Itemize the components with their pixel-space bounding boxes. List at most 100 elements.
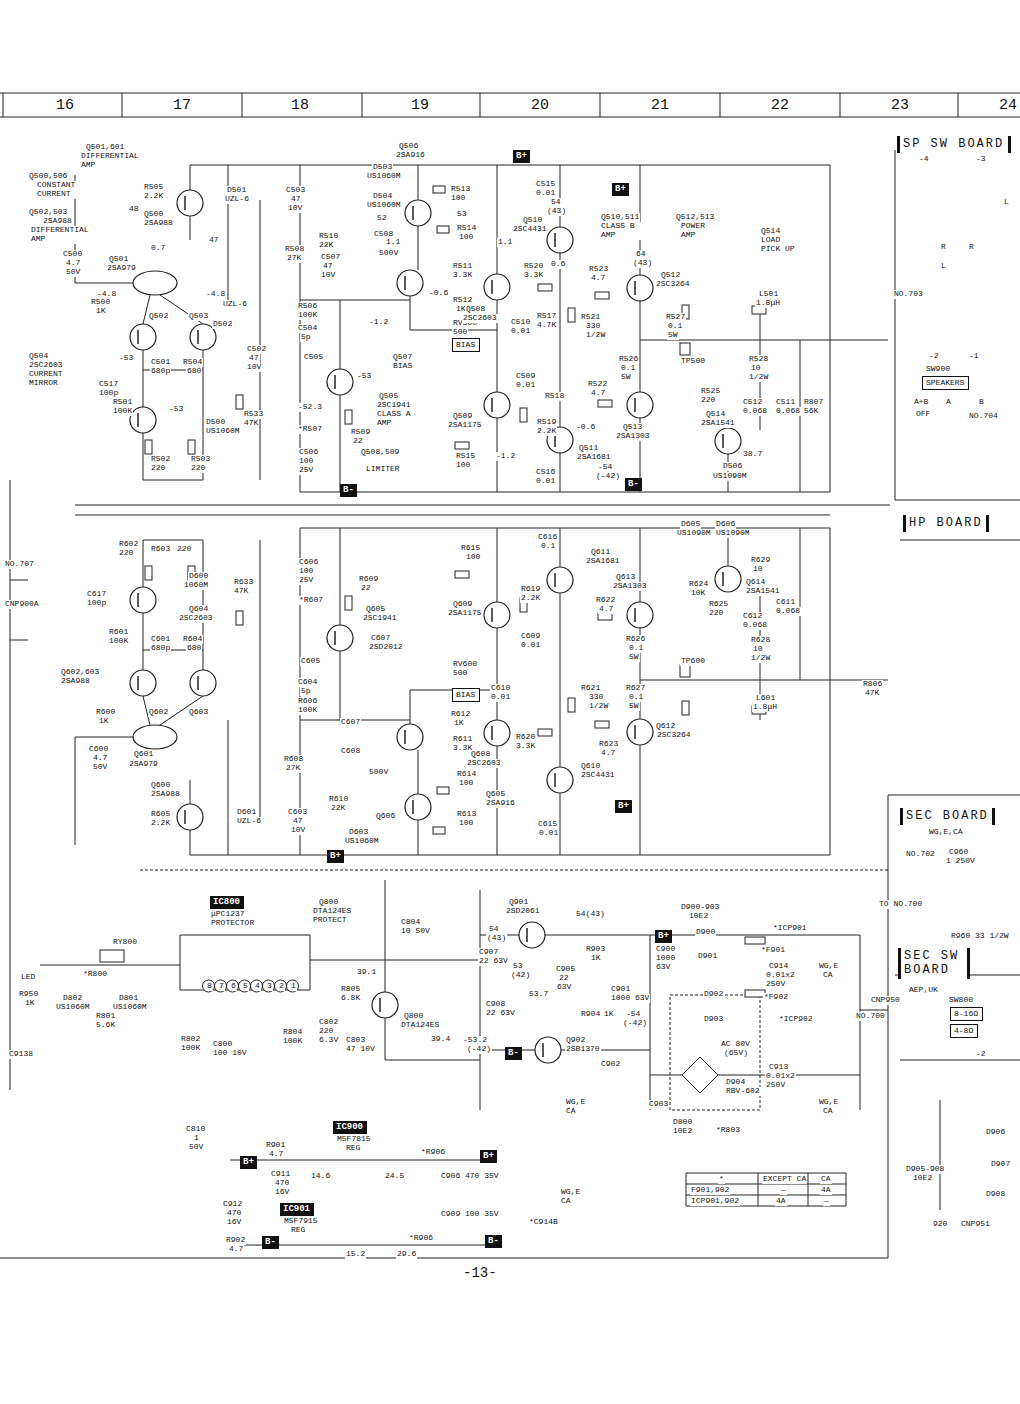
part-label: 1/2W <box>750 654 771 663</box>
part-label: -1 <box>968 352 980 361</box>
grid-number: 18 <box>290 98 310 115</box>
part-label: R512 <box>452 296 473 305</box>
part-label: 2SC4431 <box>512 225 548 234</box>
node-text: B- <box>343 485 354 496</box>
part-label: AC 80V <box>720 1040 751 1049</box>
part-label: 1 <box>193 1134 200 1143</box>
part-label: 100 <box>458 819 474 828</box>
resistor-symbol <box>598 613 612 620</box>
part-label: 6.8K <box>340 994 361 1003</box>
part-label: 0.7 <box>150 244 166 253</box>
part-label: 4.7 <box>65 259 81 268</box>
part-label: R521 <box>580 313 601 322</box>
node-text: B- <box>628 479 639 490</box>
part-label: Q507 <box>392 353 413 362</box>
part-label: US1060M <box>205 427 241 436</box>
part-label: 2.2K <box>150 819 171 828</box>
transistor-base <box>634 281 636 295</box>
part-label: D600 <box>188 572 209 581</box>
part-label: R604 <box>182 635 203 644</box>
wire <box>340 528 341 625</box>
part-label: 1060M <box>183 581 209 590</box>
part-label: 2SB1370 <box>565 1045 601 1054</box>
node-text: B+ <box>243 1157 254 1168</box>
part-label: M5F7915 <box>283 1217 319 1226</box>
part-label: 10V <box>290 826 306 835</box>
node-text: B+ <box>483 1151 494 1162</box>
part-label: 0.1 <box>667 322 683 331</box>
part-label: A <box>945 398 952 407</box>
resistor-group <box>100 186 766 997</box>
wire <box>340 395 341 492</box>
part-label: -54 <box>625 1010 641 1019</box>
part-label: 10K <box>690 589 706 598</box>
part-label: R610 <box>328 795 349 804</box>
part-label: C912 <box>222 1200 243 1209</box>
part-label: 4.7 <box>590 389 606 398</box>
part-label: CNP900A <box>4 600 40 609</box>
transistor-symbol <box>547 767 573 793</box>
part-label: 0.01 <box>520 641 541 650</box>
wire <box>385 880 386 992</box>
part-label: R626 <box>625 635 646 644</box>
transistor-base <box>334 375 336 389</box>
part-label: 3.3K <box>515 742 536 751</box>
resistor-symbol <box>538 284 552 291</box>
part-label: 47 <box>292 817 304 826</box>
part-label: C511 <box>775 398 796 407</box>
transistor-symbol <box>130 670 156 696</box>
part-label: Q605 <box>485 790 506 799</box>
node-text: B+ <box>330 851 341 862</box>
part-label: C605 <box>300 657 321 666</box>
part-label: Q509 <box>452 412 473 421</box>
part-label: 10 50V <box>400 927 431 936</box>
part-label: C512 <box>742 398 763 407</box>
part-label: C608 <box>340 747 361 756</box>
part-label: 4 <box>254 982 261 991</box>
wire <box>560 593 561 767</box>
part-label: R622 <box>595 596 616 605</box>
part-label: TP600 <box>680 657 706 666</box>
part-label: R624 <box>688 580 709 589</box>
transistor-symbol <box>627 275 653 301</box>
transistor-base <box>404 276 406 290</box>
part-label: Q502,503 <box>28 208 68 217</box>
part-label: 1/2W <box>588 702 609 711</box>
part-label: 1.8μH <box>752 703 778 712</box>
part-label: 250V <box>765 1081 786 1090</box>
part-label: *F902 <box>763 993 789 1002</box>
part-label: R520 <box>523 262 544 271</box>
part-label: R620 <box>515 733 536 742</box>
wire <box>497 628 498 720</box>
part-label: Q614 <box>745 578 766 587</box>
part-label: 10V <box>320 271 336 280</box>
part-label: R619 <box>520 585 541 594</box>
part-label: R503 <box>190 455 211 464</box>
resistor-symbol <box>437 226 449 233</box>
part-label: 22 <box>360 584 372 593</box>
part-label: R950 <box>18 990 39 999</box>
part-label: Q608 <box>470 750 491 759</box>
wire <box>10 480 11 1090</box>
part-label: 330 <box>585 322 601 331</box>
part-label: 100 <box>458 779 474 788</box>
part-label: Q513 <box>622 423 643 432</box>
part-label: DTA124ES PROTECT <box>312 907 374 925</box>
part-label: R527 <box>665 313 686 322</box>
part-label: 1 250V <box>945 857 976 866</box>
part-label: R508 <box>284 245 305 254</box>
part-label: R801 <box>95 1012 116 1021</box>
part-label: D900 <box>695 928 716 937</box>
wire <box>895 150 896 500</box>
part-label: R802 <box>180 1035 201 1044</box>
part-label: -3 <box>975 155 987 164</box>
part-label: 1K <box>98 717 110 726</box>
resistor-symbol <box>680 343 690 355</box>
part-label: 100p <box>98 389 119 398</box>
part-label: C908 <box>485 1000 506 1009</box>
part-label: Q606 <box>375 812 396 821</box>
transistor-base <box>554 233 556 247</box>
part-label: UZL-6 <box>236 817 262 826</box>
resistor-symbol <box>433 186 445 193</box>
